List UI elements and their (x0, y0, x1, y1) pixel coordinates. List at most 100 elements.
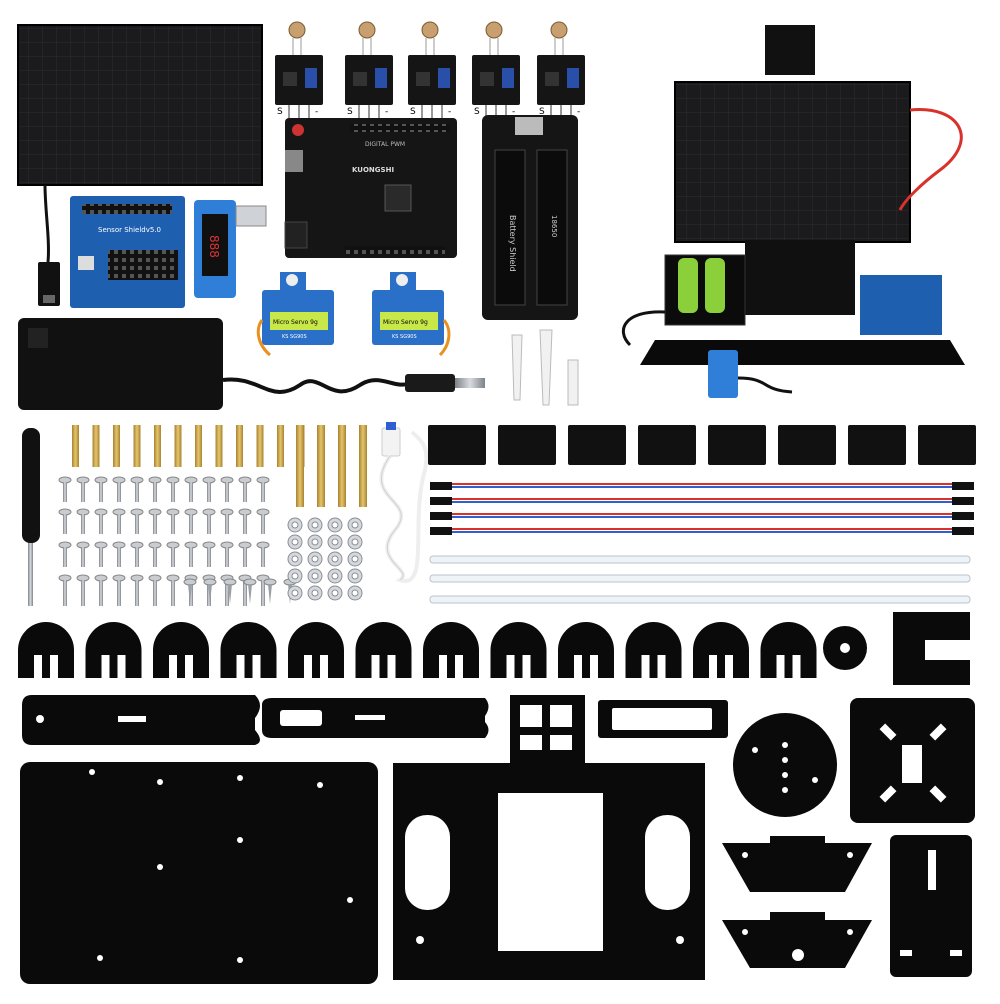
light-sensor: S - (537, 21, 585, 118)
acrylic-trapezoid-bracket (722, 912, 872, 968)
sensor-shield-label: Sensor Shieldv5.0 (98, 226, 161, 234)
nut (307, 585, 323, 601)
acrylic-clip (288, 622, 344, 678)
jumper-wires (430, 482, 974, 535)
brass-standoff (92, 425, 100, 467)
pin-label-minus: - (512, 107, 515, 117)
screw (76, 476, 90, 502)
nut (307, 551, 323, 567)
screw (256, 476, 270, 502)
acrylic-trapezoid-bracket (722, 836, 872, 892)
screw (220, 508, 234, 534)
screw (184, 541, 198, 567)
servo-horns (511, 329, 579, 406)
screw (238, 541, 252, 567)
acrylic-clip (693, 622, 749, 678)
servo: Micro Servo 9g KS SG90S (372, 272, 451, 357)
light-sensor: S - (345, 21, 393, 118)
screw (166, 476, 180, 502)
brass-standoff-long (317, 425, 325, 507)
acrylic-clip (18, 622, 74, 678)
screw (94, 541, 108, 567)
cable-ties (429, 555, 971, 604)
brass-standoffs (72, 425, 367, 507)
pin-label-s: S (277, 107, 283, 117)
screw (256, 541, 270, 567)
nut (307, 568, 323, 584)
screw (130, 541, 144, 567)
nut (287, 551, 303, 567)
light-sensor: S - (408, 21, 456, 118)
brass-standoff (174, 425, 182, 467)
acrylic-base-plate (20, 762, 378, 984)
jumper-wire (430, 497, 974, 505)
battery-holder: Battery Shield 18650 (482, 115, 578, 320)
self-tapping-screw (223, 578, 237, 604)
nut (287, 517, 303, 533)
acrylic-clip (490, 622, 547, 678)
servo-label: Micro Servo 9g (383, 319, 428, 326)
screw (130, 574, 144, 606)
pin-label-s: S (347, 107, 353, 117)
self-tapping-screw (263, 578, 277, 604)
nut (307, 517, 323, 533)
nut (347, 517, 363, 533)
screw (166, 508, 180, 534)
brass-standoff (72, 425, 79, 467)
usb-cable (379, 422, 429, 583)
nut (287, 585, 303, 601)
nut (327, 534, 343, 550)
screw (202, 508, 216, 534)
nut (327, 568, 343, 584)
screw (94, 574, 108, 606)
pin-label-minus: - (385, 107, 388, 117)
brass-standoff-long (359, 425, 367, 507)
jumper-wire (430, 482, 974, 490)
pin-label-s: S (474, 107, 480, 117)
nuts (287, 517, 363, 601)
pin-label-minus: - (448, 107, 451, 117)
nut (327, 517, 343, 533)
pin-label-minus: - (315, 107, 318, 117)
screw (238, 476, 252, 502)
brass-standoff (215, 425, 223, 467)
brass-standoff (277, 425, 284, 467)
jumper-wire (430, 512, 974, 520)
pin-label-s: S (410, 107, 416, 117)
screw (58, 541, 72, 567)
screw (256, 508, 270, 534)
servo-model: KS SG90S (282, 334, 307, 340)
screw (202, 476, 216, 502)
screw (112, 508, 126, 534)
screw (238, 508, 252, 534)
nut (347, 551, 363, 567)
nut (307, 534, 323, 550)
screw (202, 541, 216, 567)
acrylic-clip (85, 622, 142, 678)
acrylic-panel-holder (393, 695, 705, 980)
battery-model-label: 18650 (550, 215, 558, 237)
screw (184, 476, 198, 502)
brass-standoff (256, 425, 264, 467)
screw (112, 476, 126, 502)
arduino-brand: KUONGSHI (352, 166, 394, 174)
nut (347, 534, 363, 550)
assembled-solar-tracker (621, 25, 965, 398)
screw (166, 541, 180, 567)
usb-voltmeter: 888 (194, 200, 267, 298)
acrylic-round-plate (733, 713, 837, 817)
acrylic-clip (625, 622, 682, 678)
light-sensor: S - (472, 21, 520, 118)
velcro-pad (708, 425, 766, 465)
acrylic-clip (558, 622, 614, 678)
screw (148, 574, 162, 606)
acrylic-servo-plate (598, 700, 728, 738)
brass-standoff (113, 425, 120, 467)
velcro-pad (778, 425, 836, 465)
brass-standoff-long (296, 425, 304, 507)
brass-standoff (236, 425, 243, 467)
acrylic-servo-mount (850, 698, 975, 823)
brass-standoff (195, 425, 202, 467)
